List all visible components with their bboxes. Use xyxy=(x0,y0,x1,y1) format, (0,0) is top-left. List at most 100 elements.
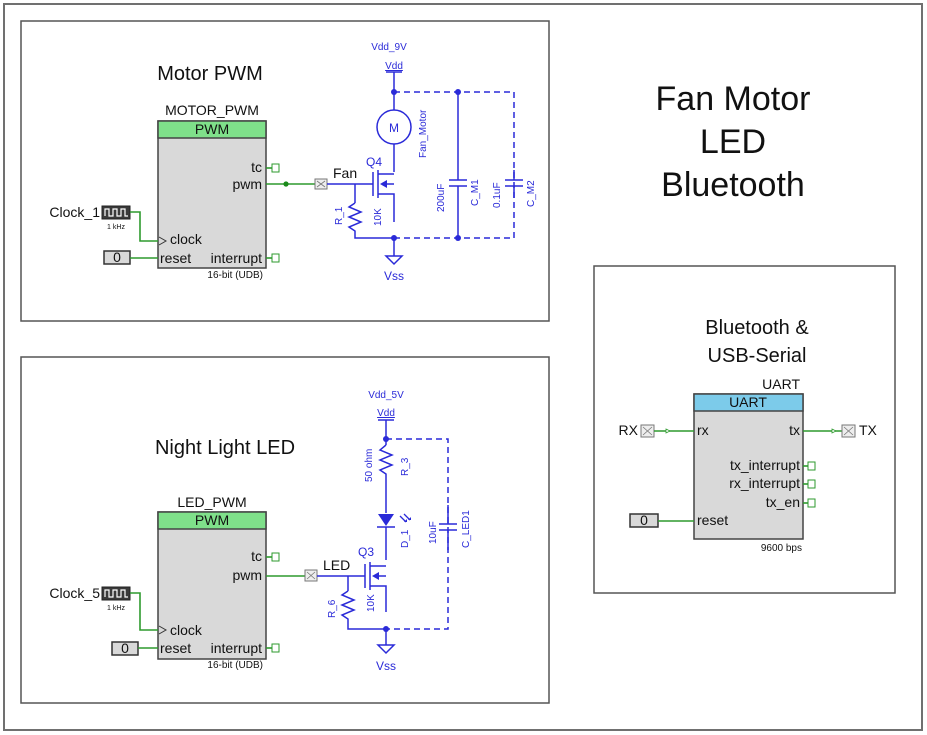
led-pwm-body[interactable] xyxy=(157,511,267,660)
rx-port-label: RX xyxy=(619,422,639,438)
motor-panel-border xyxy=(20,20,550,322)
motor-clock-wire xyxy=(130,211,158,242)
led-pin-interrupt: interrupt xyxy=(211,640,262,656)
motor-pwm-panel[interactable]: Motor PWM MOTOR_PWM PWM tc pwm interrupt… xyxy=(20,20,550,322)
motor-pin-reset: reset xyxy=(160,250,191,266)
led-ground-icon xyxy=(376,644,396,655)
uart-reset-const-value: 0 xyxy=(640,512,648,528)
uart-rx-interrupt-terminal-icon[interactable] xyxy=(807,479,816,489)
led-diode-icon[interactable] xyxy=(377,513,411,560)
motor-r1-name: R_1 xyxy=(334,206,345,225)
motor-supply-net: Vdd_9V xyxy=(371,42,407,53)
motor-reset-const-value: 0 xyxy=(113,249,121,265)
motor-pin-interrupt: interrupt xyxy=(211,250,262,266)
led-r6-name: R_6 xyxy=(327,599,338,618)
bt-title-line-1: Bluetooth & xyxy=(705,317,809,339)
led-capacitor-name: C_LED1 xyxy=(461,510,472,548)
led-r3-name: R_3 xyxy=(400,457,411,476)
motor-ground-label: Vss xyxy=(384,269,404,283)
uart-pin-reset: reset xyxy=(697,512,728,528)
led-supply-symbol: Vdd xyxy=(377,408,395,419)
tx-port-label: TX xyxy=(859,422,878,438)
led-diode-name: D_1 xyxy=(400,529,411,548)
uart-body[interactable] xyxy=(693,393,804,540)
motor-clock-icon[interactable] xyxy=(101,205,131,220)
uart-tx-en-terminal-icon[interactable] xyxy=(807,498,816,508)
motor-clock-freq: 1 kHz xyxy=(107,224,125,231)
led-mosfet-icon[interactable] xyxy=(317,562,387,612)
motor-symbol-letter: M xyxy=(389,121,399,135)
led-capacitor-value: 10uF xyxy=(428,521,439,544)
motor-capacitor-cm1-icon[interactable] xyxy=(449,92,467,238)
motor-capacitor-cm2-icon[interactable] xyxy=(505,170,523,198)
motor-cm2-name: C_M2 xyxy=(526,180,537,207)
led-resistor-r3-icon[interactable] xyxy=(378,444,394,513)
led-pwm-component[interactable]: LED_PWM PWM tc pwm interrupt clock reset… xyxy=(157,494,280,671)
uart-tx-interrupt-terminal-icon[interactable] xyxy=(807,461,816,471)
night-light-led-panel[interactable]: Night Light LED LED_PWM PWM tc pwm inter… xyxy=(20,356,550,704)
led-supply-net: Vdd_5V xyxy=(368,390,404,401)
motor-cm1-value: 200uF xyxy=(436,184,447,212)
led-interrupt-terminal-icon[interactable] xyxy=(271,643,280,653)
uart-pin-tx-interrupt: tx_interrupt xyxy=(730,457,800,473)
motor-net-label-fan: Fan xyxy=(333,165,357,181)
motor-clock-name: Clock_1 xyxy=(49,204,100,220)
uart-instance-name: UART xyxy=(762,376,800,392)
uart-type: UART xyxy=(729,394,767,410)
led-clock-waveform-icon xyxy=(104,589,128,598)
motor-pin-pwm: pwm xyxy=(232,176,262,192)
led-resistor-r6-icon[interactable] xyxy=(340,576,386,630)
uart-pin-rx-interrupt: rx_interrupt xyxy=(729,475,800,491)
motor-pwm-component[interactable]: MOTOR_PWM PWM tc pwm interrupt clock res… xyxy=(157,102,280,281)
led-pin-reset: reset xyxy=(160,640,191,656)
uart-pin-rx: rx xyxy=(697,422,709,438)
led-clock-freq: 1 kHz xyxy=(107,605,125,612)
uart-pin-tx-en: tx_en xyxy=(766,494,800,510)
led-tc-terminal-icon[interactable] xyxy=(271,552,280,562)
led-transistor-name: Q3 xyxy=(358,545,374,559)
led-r6-value: 10K xyxy=(366,594,377,612)
motor-r1-value: 10K xyxy=(373,208,384,226)
motor-clock-waveform-icon xyxy=(104,208,128,217)
motor-interrupt-terminal-icon[interactable] xyxy=(271,253,280,263)
page-title: Fan Motor LED Bluetooth xyxy=(656,80,811,204)
led-clock-wire xyxy=(130,592,158,631)
motor-name: Fan_Motor xyxy=(418,109,429,158)
uart-pin-tx: tx xyxy=(789,422,800,438)
led-pin-pwm: pwm xyxy=(232,567,262,583)
uart-footer: 9600 bps xyxy=(761,543,802,554)
uart-component[interactable]: UART UART rx reset tx tx_interrupt rx_in… xyxy=(693,376,816,554)
motor-supply-symbol: Vdd xyxy=(385,61,403,72)
motor-ground-icon xyxy=(384,255,404,266)
page-title-line-2: LED xyxy=(700,123,766,161)
led-panel-border xyxy=(20,356,550,704)
motor-pwm-type: PWM xyxy=(195,121,229,137)
led-pin-tc: tc xyxy=(251,548,262,564)
motor-resistor-r1-icon[interactable] xyxy=(347,184,394,239)
motor-tc-terminal-icon[interactable] xyxy=(271,163,280,173)
motor-clock-triangle-icon xyxy=(158,236,168,246)
motor-cm2-value: 0.1uF xyxy=(492,182,503,208)
bt-title-line-2: USB-Serial xyxy=(708,345,807,367)
sheet-frame xyxy=(3,3,923,731)
motor-transistor-name: Q4 xyxy=(366,155,382,169)
motor-pwm-instance-name: MOTOR_PWM xyxy=(165,102,259,118)
led-capacitor-icon[interactable] xyxy=(439,505,457,550)
led-reset-const-value: 0 xyxy=(121,640,129,656)
motor-panel-title: Motor PWM xyxy=(157,63,263,85)
led-clock-icon[interactable] xyxy=(101,586,131,601)
led-pwm-instance-name: LED_PWM xyxy=(177,494,246,510)
bluetooth-panel[interactable]: Bluetooth & USB-Serial UART UART rx rese… xyxy=(593,265,896,594)
led-clock-name: Clock_5 xyxy=(49,585,100,601)
led-pwm-type: PWM xyxy=(195,512,229,528)
motor-mosfet-icon[interactable] xyxy=(327,170,395,222)
led-r3-value: 50 ohm xyxy=(364,449,375,482)
led-clock-triangle-icon xyxy=(158,625,168,635)
led-ground-label: Vss xyxy=(376,659,396,673)
page-title-line-3: Bluetooth xyxy=(661,166,805,204)
led-net-label: LED xyxy=(323,557,350,573)
led-pwm-header xyxy=(157,511,267,530)
motor-pwm-header xyxy=(157,120,267,139)
motor-cm1-name: C_M1 xyxy=(470,179,481,206)
